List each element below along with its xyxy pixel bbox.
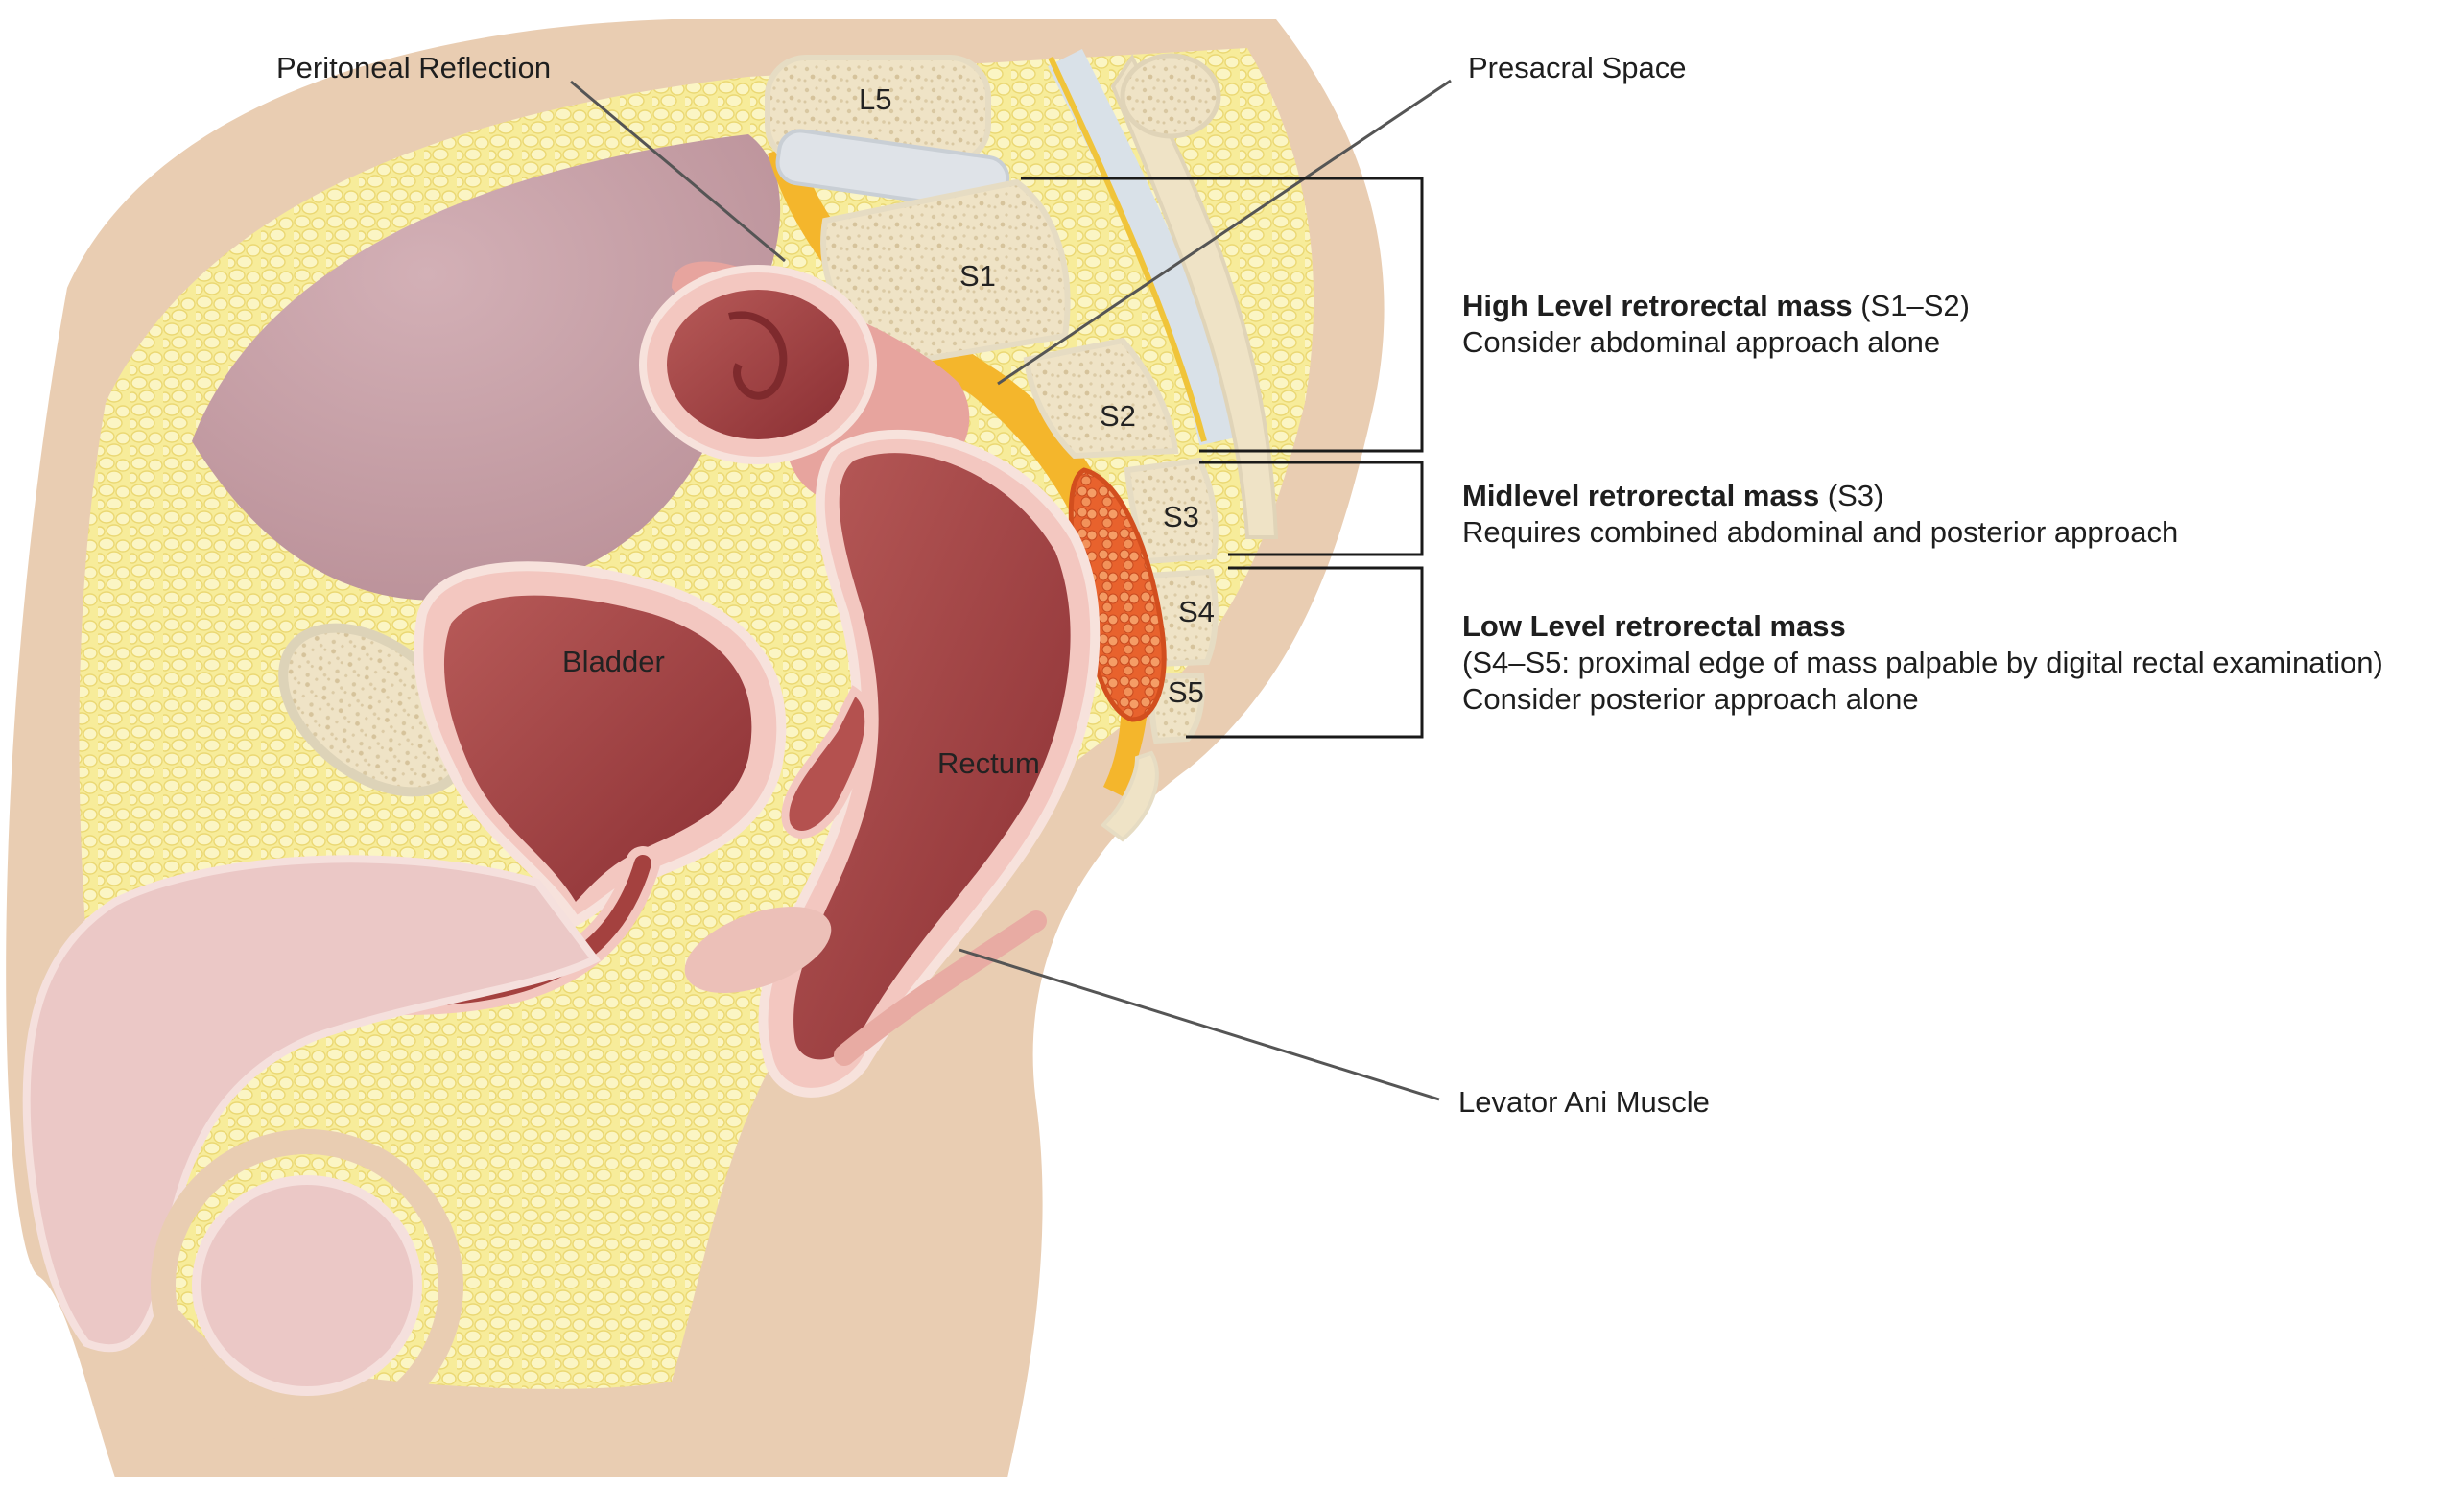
low-level-title: Low Level retrorectal mass — [1462, 609, 1846, 643]
high-level-text: High Level retrorectal mass (S1–S2) Cons… — [1462, 288, 1970, 361]
mid-level-range: (S3) — [1819, 479, 1884, 512]
peritoneal-cavity — [192, 134, 781, 601]
levator-ani-label: Levator Ani Muscle — [1458, 1085, 1710, 1119]
high-level-heading: High Level retrorectal mass (S1–S2) — [1462, 288, 1970, 324]
high-level-bracket — [1021, 177, 1424, 453]
levator-ani-leader — [959, 948, 1440, 1101]
l5-label: L5 — [859, 83, 892, 116]
s2-body — [1023, 337, 1179, 460]
s3-body — [1124, 457, 1219, 565]
mid-level-heading: Midlevel retrorectal mass (S3) — [1462, 478, 2178, 514]
bladder-lumen — [443, 595, 752, 902]
testis — [192, 1175, 422, 1396]
coccyx — [1100, 750, 1159, 842]
bladder-label: Bladder — [562, 645, 665, 678]
peritoneal-reflection-label: Peritoneal Reflection — [276, 51, 552, 84]
s5-label: S5 — [1168, 675, 1204, 709]
high-level-title: High Level retrorectal mass — [1462, 289, 1853, 322]
mid-level-line-1: Requires combined abdominal and posterio… — [1462, 515, 2179, 549]
peritoneal-reflection-leader — [570, 80, 786, 263]
levator-ani — [834, 910, 1047, 1066]
seminal-vesicle — [781, 685, 873, 839]
mid-level-text: Midlevel retrorectal mass (S3) Requires … — [1462, 478, 2178, 551]
prostate — [684, 907, 832, 993]
low-level-heading: Low Level retrorectal mass — [1462, 608, 2383, 645]
high-level-line-1: Consider abdominal approach alone — [1462, 325, 1941, 359]
low-level-line-1: (S4–S5: proximal edge of mass palpable b… — [1462, 646, 2383, 679]
mid-level-bracket — [1199, 461, 1424, 556]
low-level-text: Low Level retrorectal mass (S4–S5: proxi… — [1462, 608, 2383, 718]
rectum-label: Rectum — [937, 746, 1040, 780]
spinal-canal — [1048, 49, 1238, 446]
sigmoid-fold — [728, 311, 788, 400]
s2-label: S2 — [1100, 399, 1136, 433]
scrotum-skin — [151, 1129, 463, 1442]
rectum-lumen — [793, 453, 1071, 1060]
presacral-space-leader — [997, 79, 1452, 386]
s3-label: S3 — [1163, 500, 1199, 533]
s4-label: S4 — [1178, 595, 1215, 628]
l5-spinous-process — [1120, 53, 1221, 139]
sigmoid-lumen — [667, 290, 849, 439]
low-level-bracket — [1186, 566, 1424, 739]
nerve-yellow — [1048, 56, 1207, 442]
s1-body — [820, 178, 1071, 368]
presacral-space-label: Presacral Space — [1468, 51, 1687, 84]
s1-label: S1 — [959, 259, 996, 293]
high-level-range: (S1–S2) — [1852, 289, 1970, 322]
low-level-line-2: Consider posterior approach alone — [1462, 682, 1919, 716]
mid-level-title: Midlevel retrorectal mass — [1462, 479, 1820, 512]
